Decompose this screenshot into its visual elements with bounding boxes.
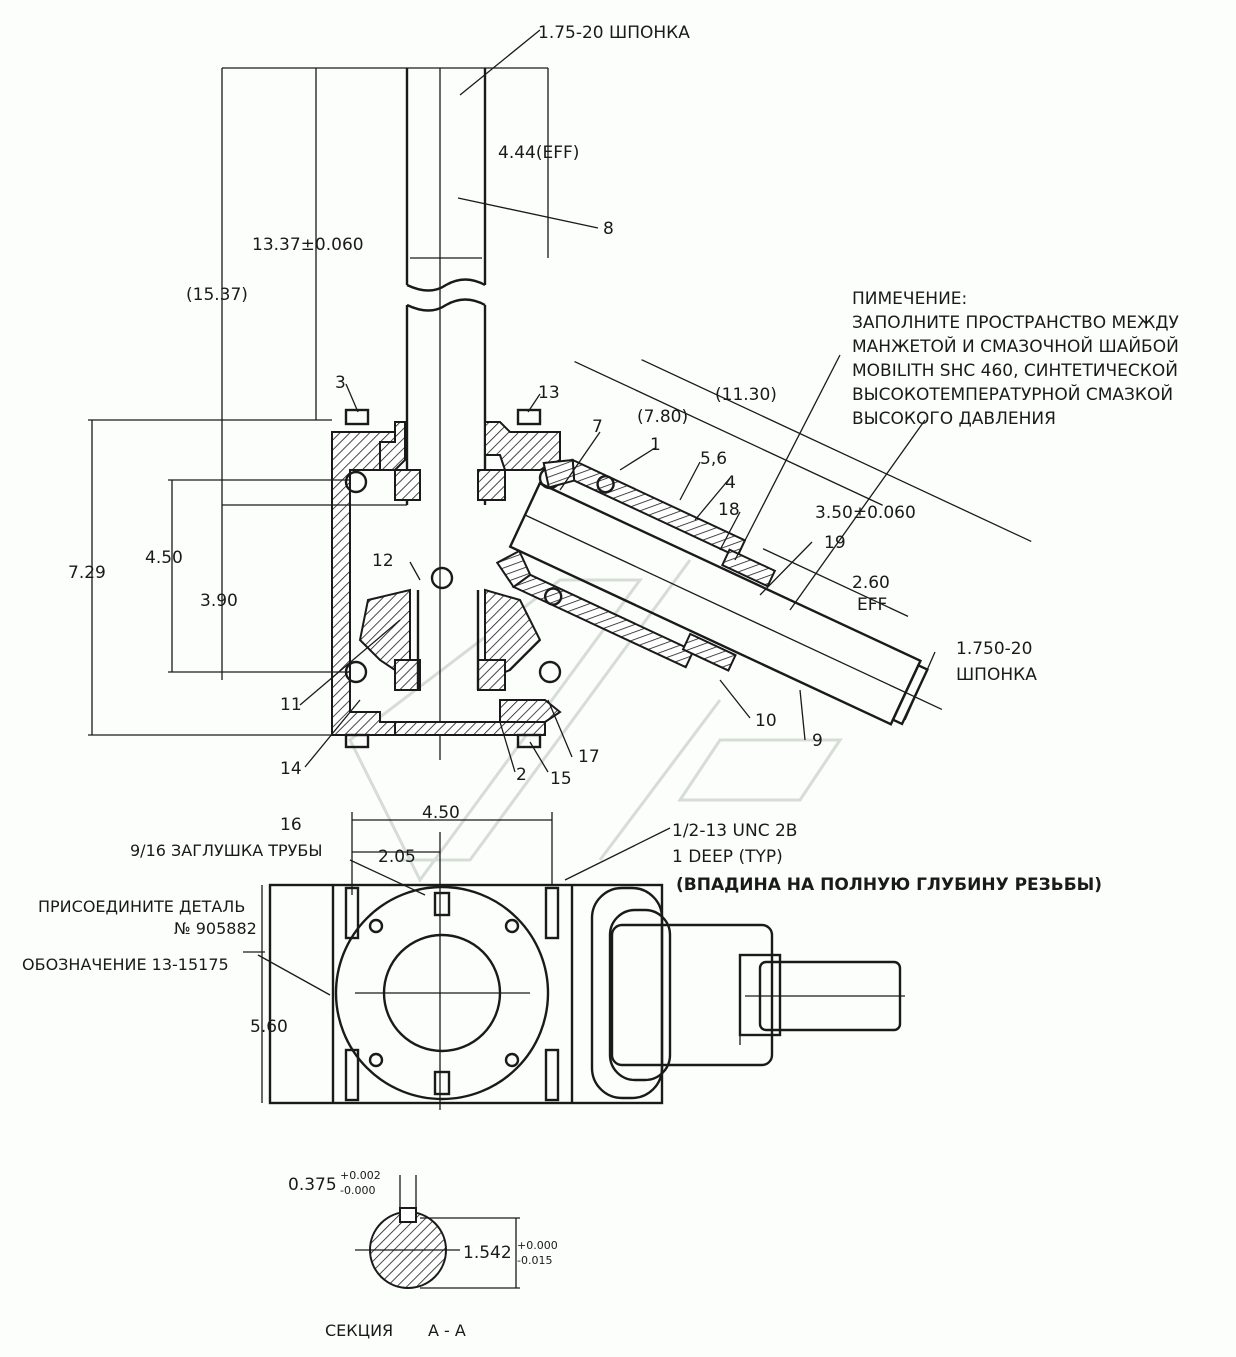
part-3-label: 3: [335, 373, 346, 393]
part-12-label: 12: [372, 551, 394, 571]
part-9-label: 9: [812, 731, 823, 751]
side-key-label-2: ШПОНКА: [956, 665, 1037, 685]
angled-output-assembly: [495, 359, 1032, 726]
part-15-label: 15: [550, 769, 572, 789]
pipe-plug-label: 9/16 ЗАГЛУШКА ТРУБЫ: [130, 841, 323, 860]
note-line-5: ВЫСОКОГО ДАВЛЕНИЯ: [852, 409, 1056, 429]
part-18-label: 18: [718, 500, 740, 520]
note-line-4: ВЫСОКОТЕМПЕРАТУРНОЙ СМАЗКОЙ: [852, 383, 1173, 405]
note-line-3: MOBILITH SHC 460, СИНТЕТИЧЕСКОЙ: [852, 359, 1178, 381]
top-key-label: 1.75-20 ШПОНКА: [538, 23, 690, 43]
text-labels: 1.75-20 ШПОНКА 4.44(EFF) 13.37±0.060 (15…: [22, 23, 1102, 1340]
shaft-dia-label: 1.542: [463, 1243, 512, 1263]
eff-top-label: 4.44(EFF): [498, 143, 579, 163]
shaft-tol-plus: +0.000: [517, 1239, 558, 1252]
key-width-label: 0.375: [288, 1175, 337, 1195]
part-17-label: 17: [578, 747, 600, 767]
dim-1337-label: 13.37±0.060: [252, 235, 364, 255]
section-id-label: A - A: [428, 1321, 466, 1340]
part-8-label: 8: [603, 219, 614, 239]
dim-390-label: 3.90: [200, 591, 238, 611]
side-key-label-1: 1.750-20: [956, 639, 1032, 659]
key-tol-plus: +0.002: [340, 1169, 381, 1182]
leader-lines: [299, 354, 936, 773]
gearbox-housing-section: [331, 408, 562, 749]
part-13-label: 13: [538, 383, 560, 403]
attach-label-2: № 905882: [174, 919, 257, 938]
dim-560-label: 5.60: [250, 1017, 288, 1037]
note-line-2: МАНЖЕТОЙ И СМАЗОЧНОЙ ШАЙБОЙ: [852, 335, 1179, 357]
part-56-label: 5,6: [700, 449, 727, 469]
dim-780-label: (7.80): [637, 407, 688, 427]
note-line-0: ПИМЕЧЕНИЕ:: [852, 289, 967, 309]
dim-1537-label: (15.37): [186, 285, 248, 305]
left-dimensions: [88, 419, 407, 736]
dim-450-left-label: 4.50: [145, 548, 183, 568]
part-10-label: 10: [755, 711, 777, 731]
part-16-label: 16: [280, 815, 302, 835]
note-line-1: ЗАПОЛНИТЕ ПРОСТРАНСТВО МЕЖДУ: [852, 313, 1180, 333]
eff-side-label: EFF: [857, 595, 887, 615]
dim-350-label: 3.50±0.060: [815, 503, 916, 523]
dim-260-label: 2.60: [852, 573, 890, 593]
part-2-label: 2: [516, 765, 527, 785]
section-a-a: [355, 1175, 520, 1289]
dim-450-top-label: 4.50: [422, 803, 460, 823]
section-label: СЕКЦИЯ: [325, 1321, 393, 1340]
thread-note: (ВПАДИНА НА ПОЛНУЮ ГЛУБИНУ РЕЗЬБЫ): [676, 875, 1102, 895]
input-shaft: [221, 29, 599, 760]
thread-label-1: 1/2-13 UNC 2B: [672, 821, 797, 841]
dim-1130-label: (11.30): [715, 385, 777, 405]
part-19-label: 19: [824, 533, 846, 553]
part-7-label: 7: [592, 417, 603, 437]
dim-729-label: 7.29: [68, 563, 106, 583]
front-view: [243, 812, 905, 1110]
part-11-label: 11: [280, 695, 302, 715]
dim-205-label: 2.05: [378, 847, 416, 867]
lubrication-note: ПИМЕЧЕНИЕ: ЗАПОЛНИТЕ ПРОСТРАНСТВО МЕЖДУ …: [852, 289, 1180, 429]
key-tol-minus: -0.000: [340, 1184, 375, 1197]
attach-label-1: ПРИСОЕДИНИТЕ ДЕТАЛЬ: [38, 897, 245, 916]
shaft-tol-minus: -0.015: [517, 1254, 552, 1267]
part-4-label: 4: [725, 473, 736, 493]
part-1-label: 1: [650, 435, 661, 455]
designation-label: ОБОЗНАЧЕНИЕ 13-15175: [22, 955, 229, 974]
thread-label-2: 1 DEEP (TYP): [672, 847, 783, 867]
part-14-label: 14: [280, 759, 302, 779]
